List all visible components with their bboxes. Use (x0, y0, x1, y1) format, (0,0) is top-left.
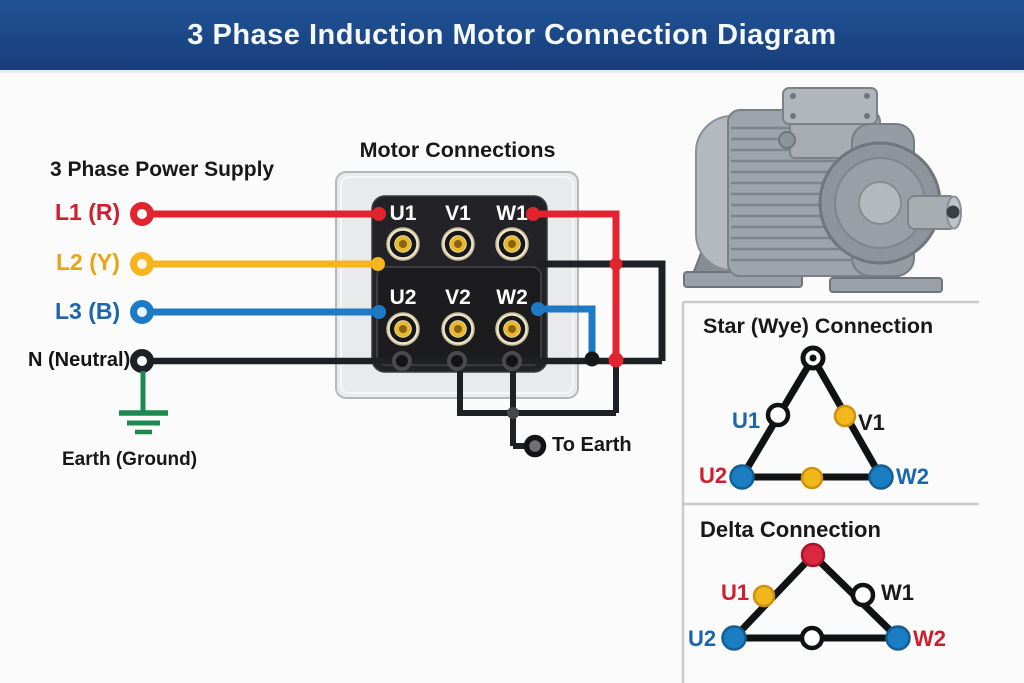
delta-connection-title: Delta Connection (700, 517, 881, 542)
terminal-u1 (386, 227, 420, 261)
motor-connections-title: Motor Connections (359, 138, 556, 162)
motor-conduit (778, 131, 796, 149)
star-u2-node (729, 464, 755, 490)
title-bar: 3 Phase Induction Motor Connection Diagr… (0, 0, 1024, 73)
link-ring-2 (447, 351, 467, 371)
terminals (386, 227, 529, 371)
w1-red-wire (533, 210, 620, 360)
label-neutral: N (Neutral) (28, 349, 131, 371)
w1-wire-dot (526, 207, 540, 221)
delta-label-u1: U1 (721, 580, 750, 605)
delta-u2-node (721, 625, 747, 651)
ground-symbol-icon (119, 371, 168, 435)
label-earth-ground: Earth (Ground) (62, 449, 198, 470)
link-ring-1 (392, 351, 412, 371)
terminal-label-u2: U2 (389, 286, 417, 309)
delta-w2-node (885, 625, 911, 651)
terminal-label-w2: W2 (496, 286, 528, 309)
star-v1-node (833, 404, 857, 428)
motor-image (683, 87, 962, 293)
u2-wire-dot (372, 305, 386, 319)
l2-terminal-icon (130, 252, 154, 276)
page-title: 3 Phase Induction Motor Connection Diagr… (187, 18, 837, 51)
delta-u1-node (752, 584, 776, 608)
link-ring-3 (502, 351, 522, 371)
terminal-label-v1: V1 (445, 202, 471, 225)
terminal-v1 (441, 227, 475, 261)
star-u1-node (765, 402, 791, 428)
star-bottom-node (800, 466, 824, 490)
power-supply-title: 3 Phase Power Supply (50, 158, 275, 181)
delta-top-node (800, 542, 826, 568)
terminal-w1 (495, 227, 529, 261)
blue-junction-dot (584, 351, 600, 367)
terminal-w2 (495, 312, 529, 346)
delta-bottom-node (799, 625, 825, 651)
earth-terminal-icon (523, 434, 547, 458)
delta-w1-node (850, 582, 876, 608)
w2-blue-wire (538, 305, 596, 358)
v-row-wire-dot (371, 257, 385, 271)
label-l3: L3 (B) (55, 298, 121, 324)
terminal-u2 (386, 312, 420, 346)
terminal-label-v2: V2 (445, 286, 471, 309)
star-label-v1: V1 (858, 410, 885, 435)
terminal-label-u1: U1 (389, 202, 417, 225)
panel-borders (681, 300, 979, 683)
red-end-dot (608, 352, 624, 368)
star-label-u1: U1 (732, 408, 761, 433)
delta-label-u2: U2 (688, 626, 717, 651)
black-loop-wire (538, 260, 666, 361)
l3-terminal-icon (130, 300, 154, 324)
delta-label-w2: W2 (913, 626, 946, 651)
delta-connection-diagram (721, 542, 911, 651)
u1-wire-dot (372, 207, 386, 221)
terminal-label-w1: W1 (496, 202, 528, 225)
terminal-v2 (441, 312, 475, 346)
w2-wire-dot (531, 302, 545, 316)
neutral-terminal-icon (130, 349, 154, 373)
star-label-w2: W2 (896, 464, 929, 489)
l1-terminal-icon (130, 202, 154, 226)
delta-label-w1: W1 (881, 580, 914, 605)
label-l2: L2 (Y) (56, 249, 120, 275)
star-w2-node (868, 464, 894, 490)
earth-junction-dot (507, 407, 519, 419)
to-earth-label: To Earth (552, 434, 632, 456)
red-cross-dot (609, 257, 623, 271)
star-label-u2: U2 (699, 463, 728, 488)
star-connection-title: Star (Wye) Connection (703, 314, 934, 338)
star-connection-diagram (729, 345, 894, 490)
label-l1: L1 (R) (55, 199, 121, 225)
